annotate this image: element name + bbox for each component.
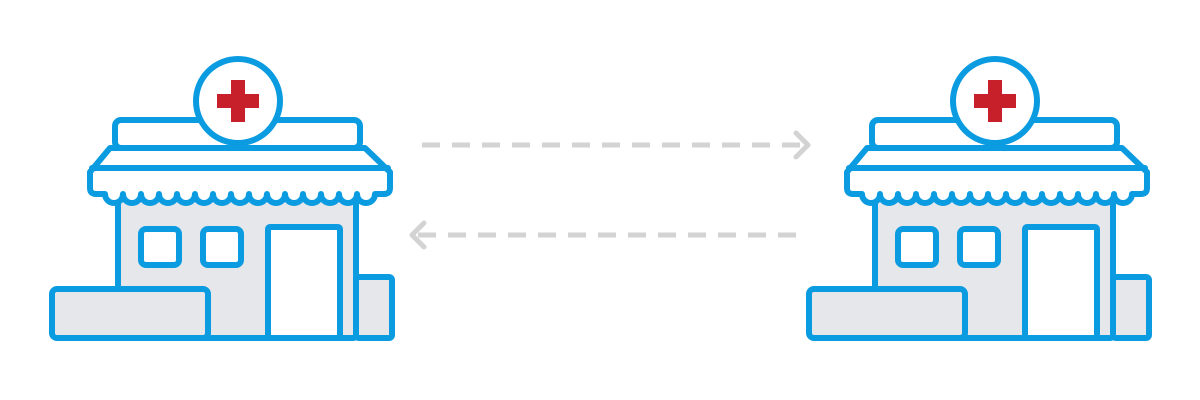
- arrow-right-to-left: [409, 220, 802, 250]
- pharmacy-icon: [52, 59, 392, 338]
- arrow-left-to-right: [422, 130, 811, 160]
- pharmacy-right: [809, 59, 1149, 338]
- chevron-right-icon: [793, 130, 811, 160]
- pharmacy-left: [52, 59, 392, 338]
- pharmacy-icon: [809, 59, 1149, 338]
- chevron-left-icon: [409, 220, 427, 250]
